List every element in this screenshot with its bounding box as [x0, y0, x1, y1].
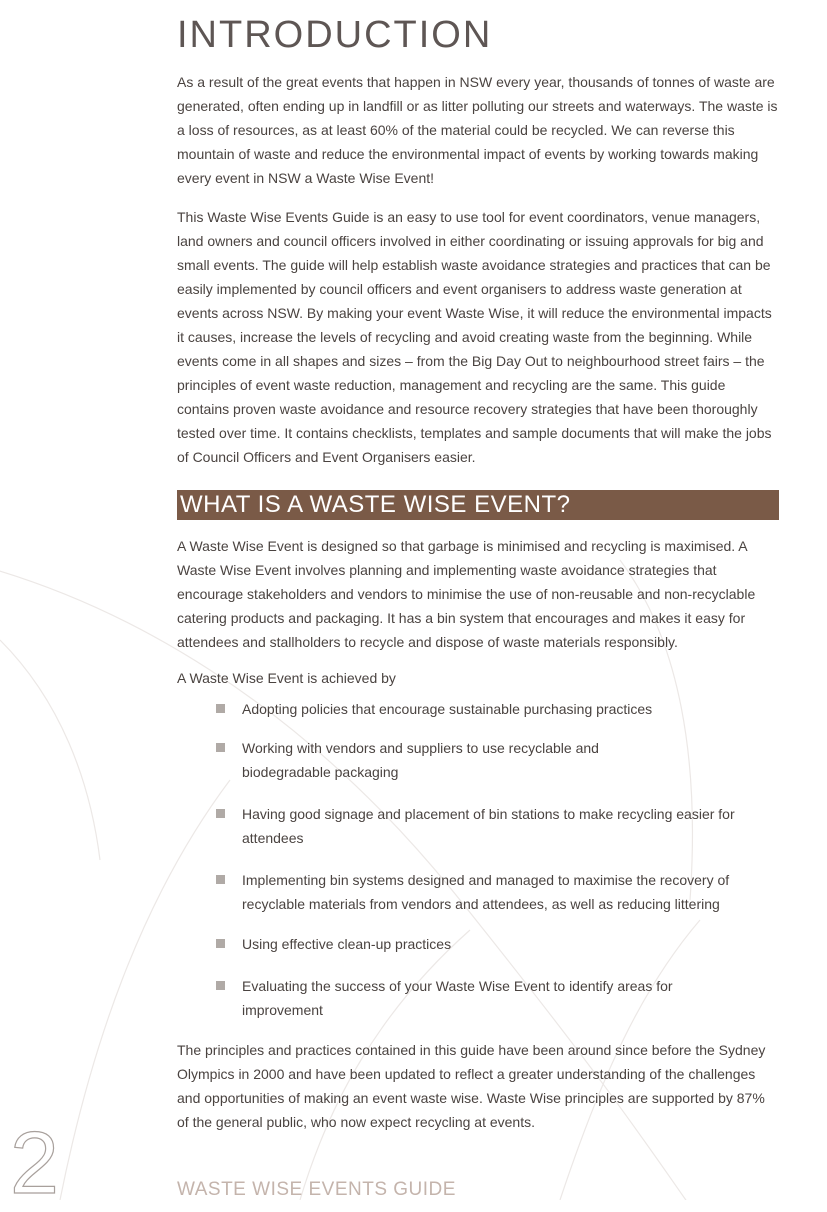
footer-guide-title: WASTE WISE EVENTS GUIDE	[177, 1179, 456, 1200]
achieved-by-label: A Waste Wise Event is achieved by	[177, 670, 396, 686]
list-item-text: Evaluating the success of your Waste Wis…	[242, 978, 673, 1018]
section-heading-bar: WHAT IS A WASTE WISE EVENT?	[177, 490, 779, 520]
list-item-text: Adopting policies that encourage sustain…	[242, 701, 653, 717]
page-number: 2	[9, 1113, 59, 1212]
bullet-square-icon	[216, 809, 225, 818]
page-title: INTRODUCTION	[177, 14, 493, 56]
section-paragraph: A Waste Wise Event is designed so that g…	[177, 538, 756, 650]
list-item-text: Implementing bin systems designed and ma…	[242, 872, 730, 912]
list-item-text: Using effective clean-up practices	[242, 936, 452, 952]
closing-paragraph: The principles and practices contained i…	[177, 1042, 766, 1130]
intro-paragraph: As a result of the great events that hap…	[177, 74, 778, 186]
list-item-text: Having good signage and placement of bin…	[242, 806, 735, 846]
bullet-square-icon	[216, 743, 225, 752]
intro-paragraph: This Waste Wise Events Guide is an easy …	[177, 209, 772, 465]
bullet-square-icon	[216, 981, 225, 990]
bullet-square-icon	[216, 875, 225, 884]
list-item-text: Working with vendors and suppliers to us…	[242, 740, 599, 780]
section-heading: WHAT IS A WASTE WISE EVENT?	[180, 491, 571, 518]
bullet-square-icon	[216, 939, 225, 948]
bullet-square-icon	[216, 704, 225, 713]
